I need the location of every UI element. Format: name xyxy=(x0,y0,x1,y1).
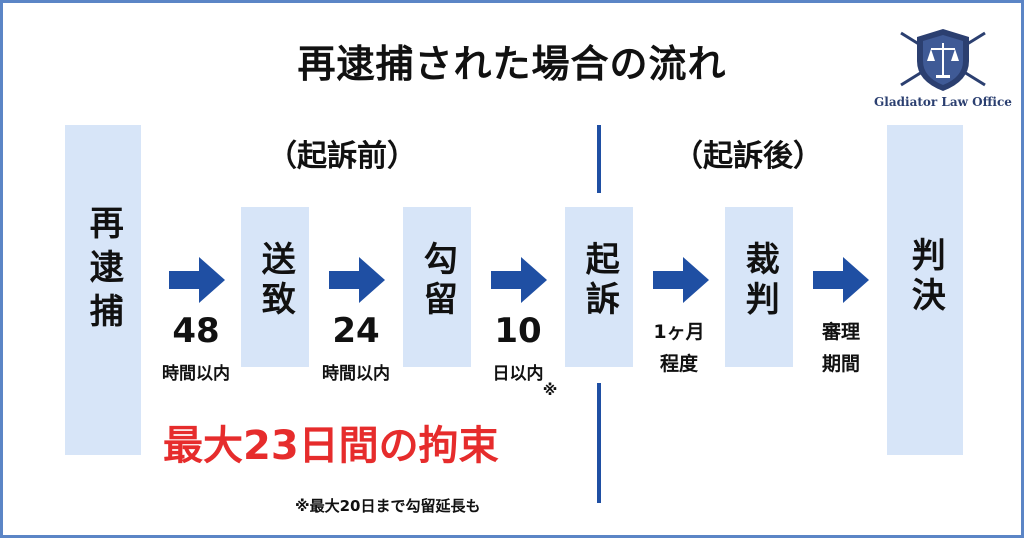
logo-text: Gladiator Law Office xyxy=(874,95,1012,109)
step-prosecution-label: 起訴 xyxy=(565,241,633,321)
duration-2-number: 24 xyxy=(332,311,380,351)
arrow-right-icon xyxy=(653,257,709,303)
divider-top xyxy=(597,125,601,193)
duration-2-unit: 時間以内 xyxy=(322,364,390,384)
step-rearrest-text: 再逮捕 xyxy=(83,205,124,337)
step-prosecution: 起訴 xyxy=(565,207,633,367)
duration-1-unit: 時間以内 xyxy=(162,364,230,384)
duration-5-line2: 期間 xyxy=(821,353,860,375)
step-sending: 送致 xyxy=(241,207,309,367)
step-judgment-text: 判決 xyxy=(905,237,946,317)
section-before-prosecution: （起訴前） xyxy=(267,139,417,174)
step-prosecution-text: 起訴 xyxy=(579,241,620,321)
divider-bottom xyxy=(597,383,601,503)
step-sending-label: 送致 xyxy=(241,241,309,321)
arrow-right-icon xyxy=(329,257,385,303)
shield-scales-icon xyxy=(900,29,986,91)
step-detention-text: 勾留 xyxy=(417,241,458,321)
duration-3-unit: 日以内 xyxy=(492,364,544,384)
duration-4-line2: 程度 xyxy=(659,353,698,375)
duration-3-mark: ※ xyxy=(542,381,558,399)
step-trial-text: 裁判 xyxy=(739,241,780,321)
max-detention-headline: 最大23日間の拘束 xyxy=(163,423,499,469)
arrow-right-icon xyxy=(813,257,869,303)
duration-5-line1: 審理 xyxy=(821,321,860,343)
page-title: 再逮捕された場合の流れ xyxy=(297,42,727,86)
step-rearrest: 再逮捕 xyxy=(65,125,141,455)
duration-4-line1: 1ヶ月 xyxy=(653,321,705,343)
footnote: ※最大20日まで勾留延長も xyxy=(295,497,481,515)
step-sending-text: 送致 xyxy=(255,241,296,321)
logo: Gladiator Law Office xyxy=(873,25,1013,115)
step-detention-label: 勾留 xyxy=(403,241,471,321)
step-judgment-label: 判決 xyxy=(887,237,963,317)
arrow-right-icon xyxy=(491,257,547,303)
step-detention: 勾留 xyxy=(403,207,471,367)
step-trial: 裁判 xyxy=(725,207,793,367)
section-after-prosecution: （起訴後） xyxy=(673,139,823,174)
duration-1-number: 48 xyxy=(172,311,220,351)
step-judgment: 判決 xyxy=(887,125,963,455)
duration-3-number: 10 xyxy=(494,311,542,351)
arrow-right-icon xyxy=(169,257,225,303)
step-rearrest-label: 再逮捕 xyxy=(65,205,141,337)
step-trial-label: 裁判 xyxy=(725,241,793,321)
